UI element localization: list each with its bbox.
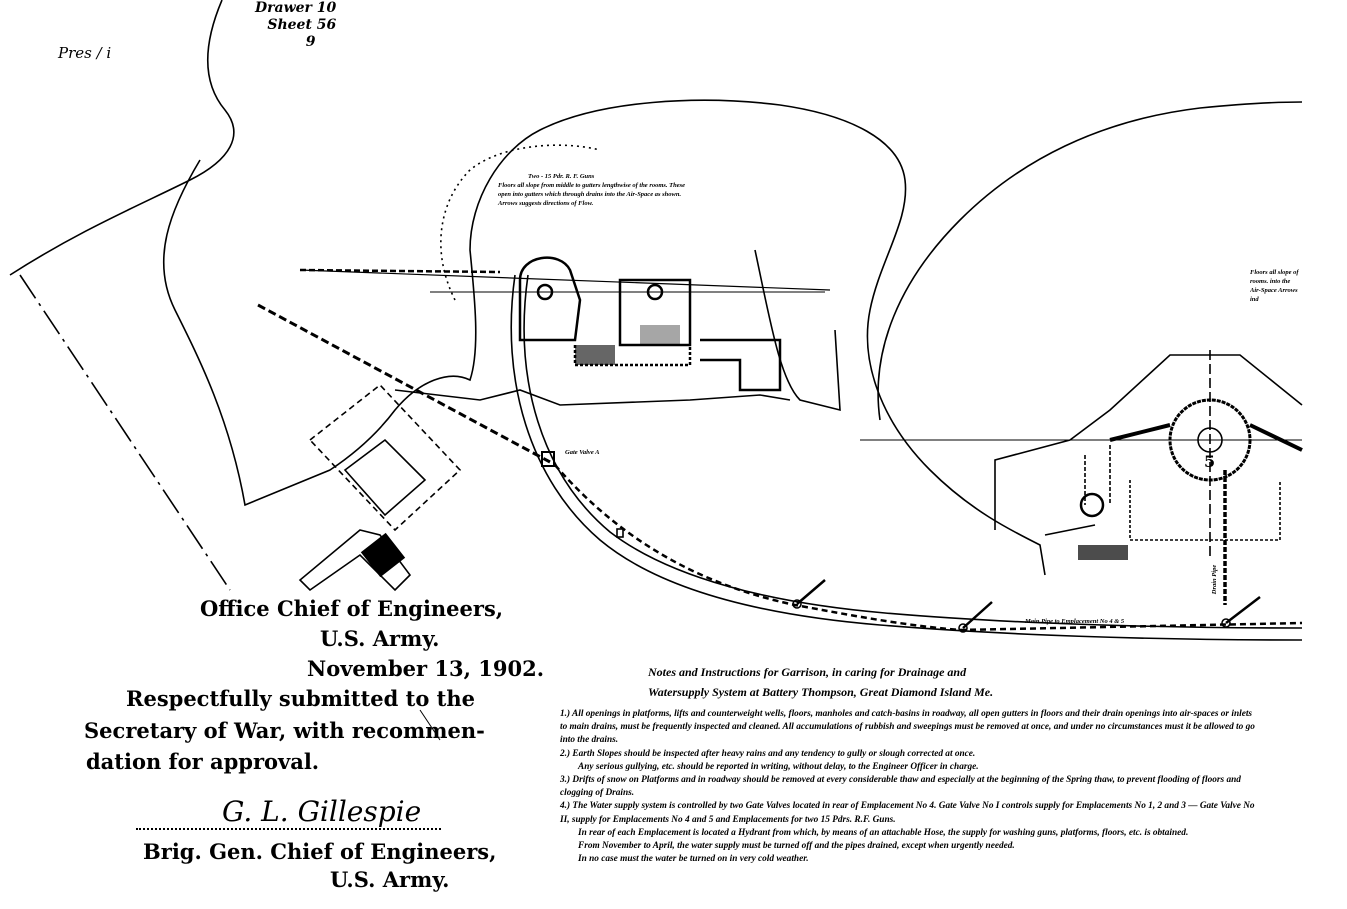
submitted-line-2: Secretary of War, with recommen- xyxy=(84,718,485,743)
right-plan-note: Floors all slope of rooms. into the Air-… xyxy=(1250,269,1299,303)
title-line-1: Brig. Gen. Chief of Engineers, xyxy=(143,839,497,864)
notes-title-line-1: Notes and Instructions for Garrison, in … xyxy=(648,665,967,679)
old-structure xyxy=(308,383,462,532)
hydrants xyxy=(541,451,1261,633)
title-line-2: U.S. Army. xyxy=(330,867,450,892)
approval-date: November 13, 1902. xyxy=(307,656,545,681)
hill-contour xyxy=(877,101,1303,421)
shoreline-contour xyxy=(9,0,235,276)
notes-title-line-2: Watersupply System at Battery Thompson, … xyxy=(648,685,994,699)
signature-line xyxy=(136,828,441,830)
note-item: 1.) All openings in platforms, lifts and… xyxy=(560,709,1255,746)
drain-line xyxy=(257,303,551,464)
submitted-line-3: dation for approval. xyxy=(86,749,320,774)
note-item: Any serious gullying, etc. should be rep… xyxy=(578,761,979,772)
item-number: 9 xyxy=(305,34,316,50)
gate-valve-label: Gate Valve A xyxy=(565,449,600,456)
drain-pipe-label: Drain Pipe xyxy=(1211,564,1219,595)
archive-reference: Drawer 10 Sheet 56 9 xyxy=(255,0,336,51)
note-item: 2.) Earth Slopes should be inspected aft… xyxy=(560,748,976,759)
note-item: 3.) Drifts of snow on Platforms and in r… xyxy=(560,775,1241,799)
emplacement-number: 5 xyxy=(1204,452,1216,471)
island-outline xyxy=(162,99,1046,576)
inner-contour xyxy=(440,144,601,301)
catalog-mark: Pres / i xyxy=(58,44,112,62)
note-item: 4.) The Water supply system is controlle… xyxy=(560,801,1255,825)
left-plan-note: Two - 15 Pdr. R. F. Guns Floors all slop… xyxy=(498,172,698,208)
submitted-line-1: Respectfully submitted to the xyxy=(126,686,476,711)
sheet-number: Sheet 56 xyxy=(267,17,337,33)
emplacement-15pdr xyxy=(299,256,831,392)
main-pipe-label: Main Pipe to Emplacement No 4 & 5 xyxy=(1025,618,1125,625)
note-item: In no case must the water be turned on i… xyxy=(578,854,809,865)
roadway xyxy=(510,274,1303,641)
note-item: From November to April, the water supply… xyxy=(578,841,1015,852)
garrison-notes: Notes and Instructions for Garrison, in … xyxy=(560,662,1260,866)
drawer-number: Drawer 10 xyxy=(255,0,337,16)
left-note-title: Two - 15 Pdr. R. F. Guns xyxy=(528,173,595,180)
water-main xyxy=(554,464,1303,632)
office-line-2: U.S. Army. xyxy=(320,626,440,651)
office-line-1: Office Chief of Engineers, xyxy=(200,596,504,621)
note-item: In rear of each Emplacement is located a… xyxy=(578,827,1189,838)
signature: G. L. Gillespie xyxy=(222,795,422,828)
left-note-text: Floors all slope from middle to gutters … xyxy=(498,182,686,207)
boundary-line xyxy=(19,274,231,591)
emplacement-5 xyxy=(860,350,1303,605)
